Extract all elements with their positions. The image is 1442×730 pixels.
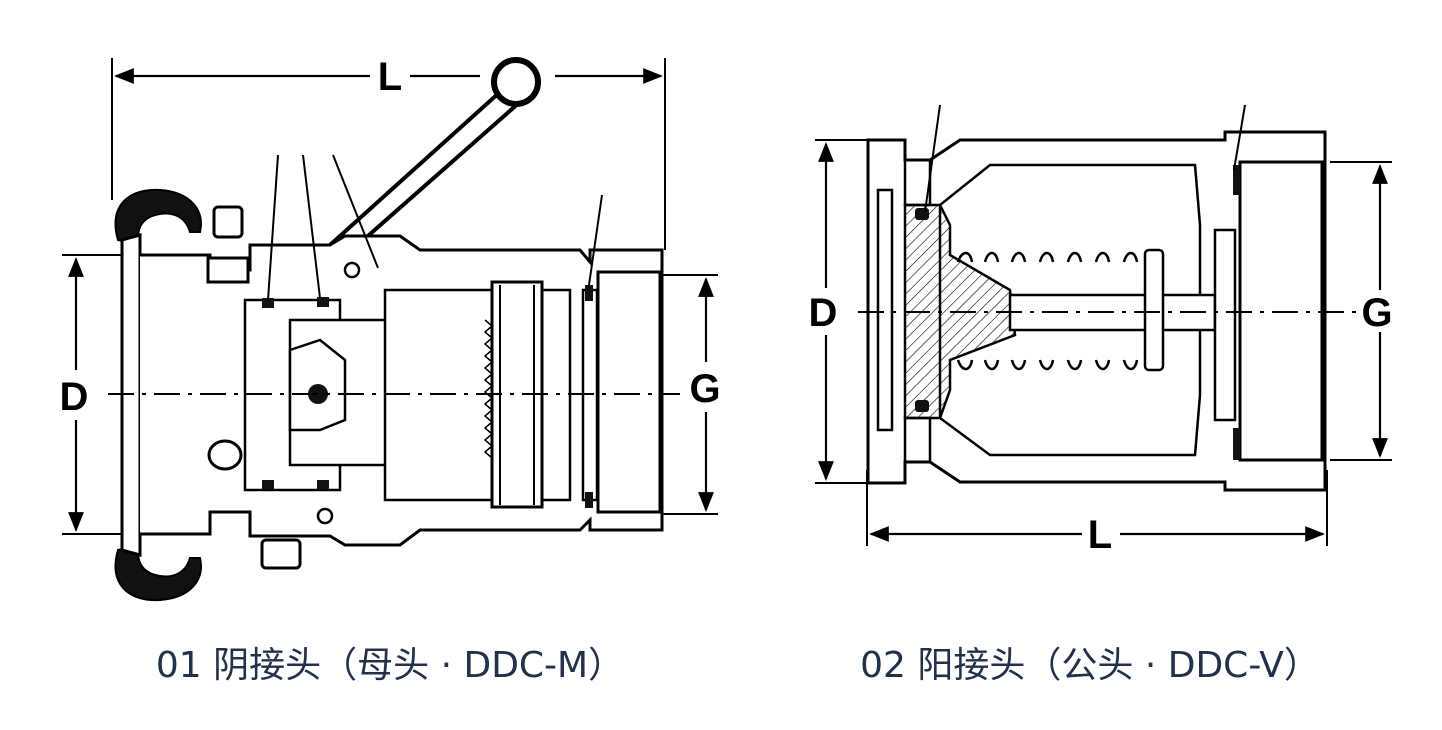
rear-seal-bottom bbox=[1233, 428, 1240, 460]
thread-sleeve bbox=[596, 270, 662, 514]
front-lip bbox=[876, 188, 894, 432]
cam-pivot-bottom bbox=[207, 439, 243, 471]
cam-lever-edge-b bbox=[350, 100, 522, 252]
spring-bottom-coils bbox=[956, 359, 1139, 371]
o-ring-bottom bbox=[915, 400, 929, 412]
cam-lever-ring bbox=[491, 57, 541, 107]
spring-guide bbox=[1143, 248, 1165, 372]
seal-2 bbox=[317, 297, 329, 307]
dim-d2-label: D bbox=[809, 291, 838, 335]
cam-nut-top bbox=[206, 256, 250, 284]
leader-4 bbox=[588, 194, 603, 286]
dim-l2-label: L bbox=[1088, 513, 1112, 557]
leader-1 bbox=[267, 154, 279, 301]
rear-seat bbox=[1213, 228, 1237, 422]
cam-bolt-bottom bbox=[260, 538, 302, 570]
detent-ball-top bbox=[343, 261, 361, 279]
gasket-top bbox=[585, 285, 593, 301]
leader-3 bbox=[332, 154, 379, 269]
cam-bolt-top bbox=[212, 205, 244, 239]
caption-male-adapter: 02 阳接头（公头 · DDC-V） bbox=[860, 645, 1320, 686]
leader-6 bbox=[1233, 104, 1246, 171]
serrated-edge bbox=[483, 319, 494, 459]
cam-ear-bottom bbox=[114, 543, 202, 602]
dim-l-label: L bbox=[378, 55, 402, 99]
seal-1 bbox=[262, 298, 274, 308]
spring-top-coils bbox=[956, 251, 1139, 263]
dim-g2-label: G bbox=[1361, 291, 1392, 335]
leader-5 bbox=[924, 104, 941, 213]
dim-d-label: D bbox=[60, 375, 89, 419]
cam-ear-top bbox=[114, 188, 202, 247]
female-coupler-drawing: L D G bbox=[60, 55, 721, 602]
o-ring-top bbox=[915, 208, 929, 220]
detent-ball-bottom bbox=[316, 507, 334, 525]
rear-seal-top bbox=[1233, 165, 1240, 195]
male-adapter-drawing: L D G bbox=[809, 104, 1393, 557]
dim-g-label: G bbox=[689, 367, 720, 411]
cam-lever-edge-a bbox=[328, 90, 502, 247]
gasket-bottom bbox=[585, 492, 593, 508]
leader-2 bbox=[302, 154, 321, 299]
caption-female-coupler: 01 阴接头（母头 · DDC-M） bbox=[155, 645, 625, 686]
seal-3 bbox=[262, 480, 274, 490]
seal-4 bbox=[317, 480, 329, 490]
